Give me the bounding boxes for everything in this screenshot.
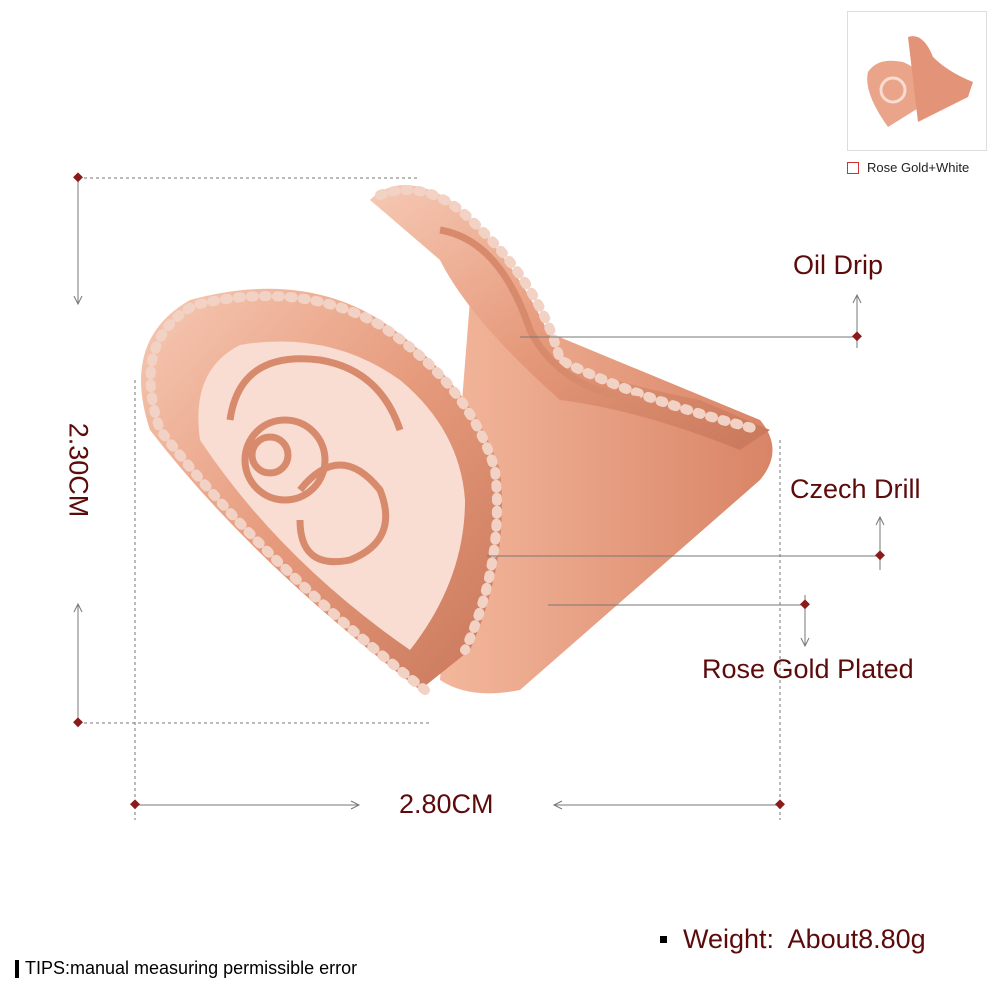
- color-option[interactable]: Rose Gold+White: [847, 160, 969, 175]
- ring-thumbnail-image: [867, 36, 973, 127]
- width-dimension-label: 2.80CM: [399, 789, 494, 819]
- rose-gold-plated-label: Rose Gold Plated: [702, 654, 914, 684]
- height-dimension-label: 2.30CM: [63, 422, 94, 518]
- oil-drip-label: Oil Drip: [793, 250, 884, 280]
- bullet-icon: [660, 936, 667, 943]
- ring-image: [141, 185, 773, 695]
- tips-note: TIPS:manual measuring permissible error: [15, 958, 357, 979]
- weight-text: Weight: About8.80g: [683, 924, 926, 954]
- marker-dots: [73, 172, 885, 810]
- bar-icon: [15, 959, 19, 978]
- option-checkbox[interactable]: [847, 161, 859, 174]
- tips-text: TIPS:manual measuring permissible error: [25, 958, 358, 978]
- czech-drill-label: Czech Drill: [790, 474, 921, 504]
- weight-info: Weight: About8.80g: [660, 924, 926, 955]
- product-thumbnail[interactable]: [847, 11, 987, 151]
- option-label: Rose Gold+White: [867, 160, 970, 175]
